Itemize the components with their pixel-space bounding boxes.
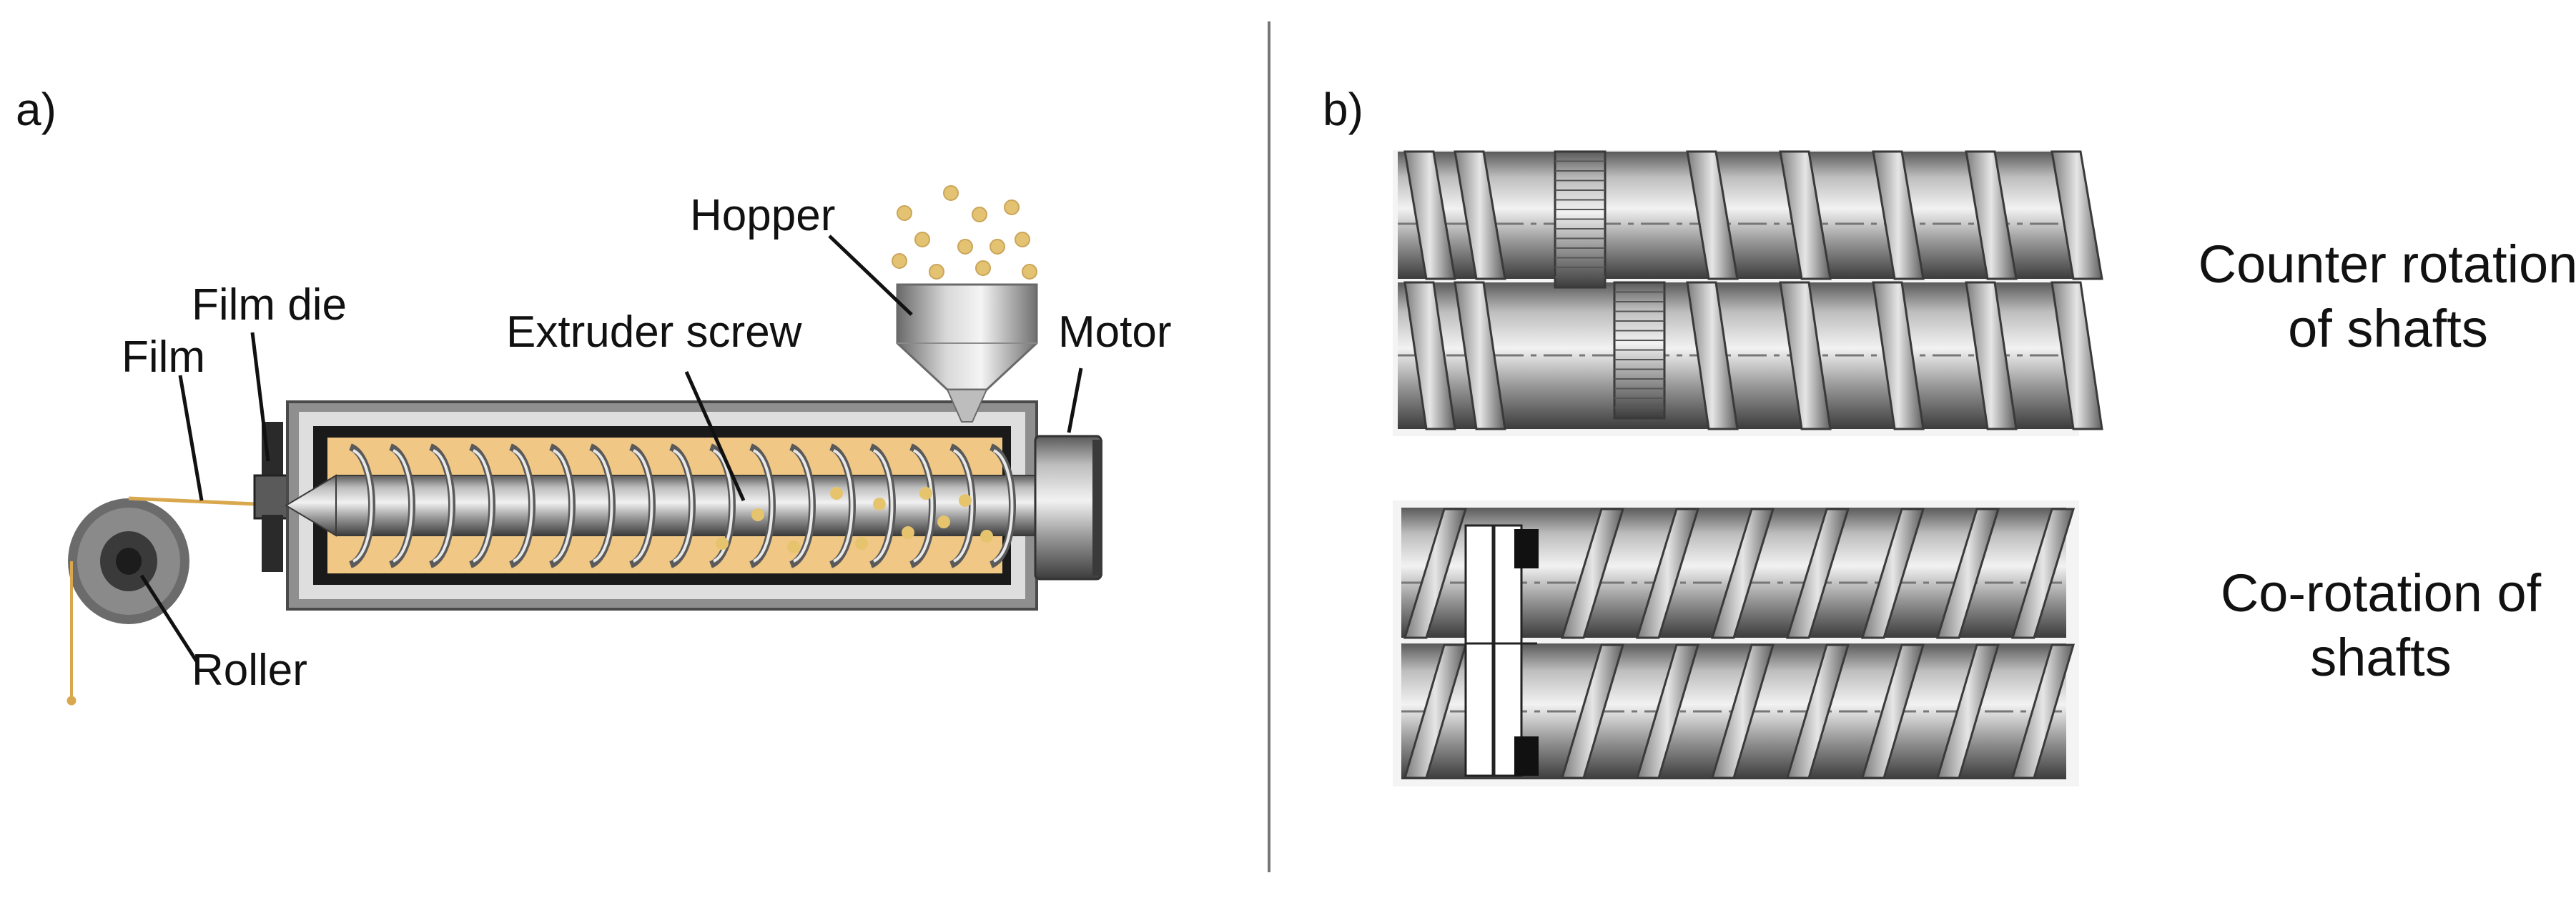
screw-flight bbox=[1635, 508, 1700, 639]
pellet bbox=[830, 487, 843, 500]
pellet bbox=[892, 253, 907, 269]
screw-flight bbox=[1872, 150, 1925, 280]
kneading-block bbox=[1464, 524, 1539, 777]
screw-flight-highlight bbox=[392, 449, 413, 563]
co-rotation-label-line1: Co-rotation of bbox=[2221, 563, 2542, 623]
hopper-drawing bbox=[896, 283, 1038, 423]
pellet bbox=[937, 515, 950, 528]
screw-flight bbox=[2051, 281, 2103, 430]
screw-flight-highlight bbox=[712, 449, 734, 563]
screw-flight-highlight bbox=[512, 449, 533, 563]
pellet bbox=[751, 508, 764, 521]
screw-flight bbox=[1785, 643, 1850, 779]
screw-flight-highlight bbox=[592, 449, 613, 563]
pellets-in-barrel bbox=[716, 487, 993, 553]
pellet bbox=[1015, 232, 1030, 247]
pellet bbox=[855, 537, 868, 550]
film-drawing bbox=[66, 496, 272, 706]
counter-rotating-screws-drawing bbox=[1393, 150, 2103, 436]
pellet bbox=[1022, 264, 1037, 280]
screw-flight-highlight bbox=[472, 449, 493, 563]
screw-flight-highlight bbox=[952, 449, 974, 563]
screw-flight bbox=[1872, 281, 1925, 430]
screw-flight bbox=[1403, 643, 1468, 779]
pellet bbox=[914, 232, 930, 247]
screw-flight-highlight bbox=[552, 449, 573, 563]
screw-flight bbox=[1403, 281, 1456, 430]
screw-flight bbox=[2010, 643, 2076, 779]
falling-pellets bbox=[892, 185, 1037, 280]
pellet bbox=[990, 239, 1005, 255]
screw-flight-highlight bbox=[352, 449, 373, 563]
screw-flight bbox=[1860, 508, 1925, 639]
screw-flight bbox=[1560, 508, 1625, 639]
screw-flight bbox=[1860, 643, 1925, 779]
screw-flight-highlight bbox=[992, 449, 1014, 563]
motor-drawing bbox=[1034, 435, 1102, 581]
roller-drawing bbox=[68, 498, 189, 624]
pellet bbox=[972, 207, 987, 222]
screw-flight bbox=[1403, 150, 1456, 280]
hopper-label: Hopper bbox=[690, 191, 835, 240]
extruder-screw-drawing bbox=[285, 443, 1037, 568]
screw-flight bbox=[1686, 150, 1739, 280]
pellet bbox=[897, 205, 912, 221]
pellet bbox=[902, 526, 914, 539]
pellet bbox=[975, 260, 991, 276]
pellet bbox=[716, 537, 729, 550]
panel-b-label: b) bbox=[1323, 84, 1363, 135]
pellet bbox=[929, 264, 944, 280]
film-die-drawing bbox=[253, 422, 292, 572]
roller-label: Roller bbox=[192, 646, 307, 695]
pellet bbox=[957, 239, 973, 255]
film-die-label: Film die bbox=[192, 280, 347, 330]
screw-flight bbox=[1454, 281, 1506, 430]
pellet bbox=[873, 498, 886, 510]
screw-flight bbox=[1779, 150, 1832, 280]
pellet bbox=[980, 530, 993, 543]
pellet bbox=[919, 487, 932, 500]
screw-flight-highlight bbox=[632, 449, 653, 563]
screw-flight bbox=[1710, 643, 1775, 779]
pellet bbox=[1004, 199, 1020, 215]
pellet bbox=[943, 185, 959, 201]
screw-flight bbox=[1935, 508, 2000, 639]
film-label: Film bbox=[122, 332, 205, 382]
screw-flight-highlight bbox=[432, 449, 453, 563]
screw-flight bbox=[2051, 150, 2103, 280]
leader-lines bbox=[139, 235, 1083, 663]
screw-flight bbox=[1935, 643, 2000, 779]
screw-flight bbox=[1779, 281, 1832, 430]
motor-label: Motor bbox=[1058, 307, 1171, 357]
screw-flight bbox=[1454, 150, 1506, 280]
screw-flight-highlight bbox=[832, 449, 854, 563]
co-rotating-screws-drawing bbox=[1393, 500, 2079, 786]
panel-a-label: a) bbox=[16, 84, 56, 135]
screw-flight-highlight bbox=[672, 449, 694, 563]
screw-flight bbox=[1965, 281, 2018, 430]
screw-flight bbox=[1710, 508, 1775, 639]
extruder-screw-label: Extruder screw bbox=[506, 307, 802, 357]
pellet bbox=[787, 541, 800, 553]
counter-rotation-label-line1: Counter rotation bbox=[2199, 235, 2576, 294]
screw-flight bbox=[2010, 508, 2076, 639]
screw-flight bbox=[1403, 508, 1468, 639]
screw-flight bbox=[1560, 643, 1625, 779]
screw-flight-highlight bbox=[872, 449, 894, 563]
screw-flight bbox=[1686, 281, 1739, 430]
co-rotation-label-line2: shafts bbox=[2310, 628, 2451, 687]
screw-flight bbox=[1785, 508, 1850, 639]
screw-flight bbox=[1965, 150, 2018, 280]
screw-flight-highlight bbox=[752, 449, 774, 563]
counter-rotation-label-line2: of shafts bbox=[2288, 299, 2488, 358]
screw-flight-highlight bbox=[792, 449, 814, 563]
screw-flight-highlight bbox=[912, 449, 934, 563]
pellet bbox=[959, 494, 972, 507]
screw-flight bbox=[1635, 643, 1700, 779]
